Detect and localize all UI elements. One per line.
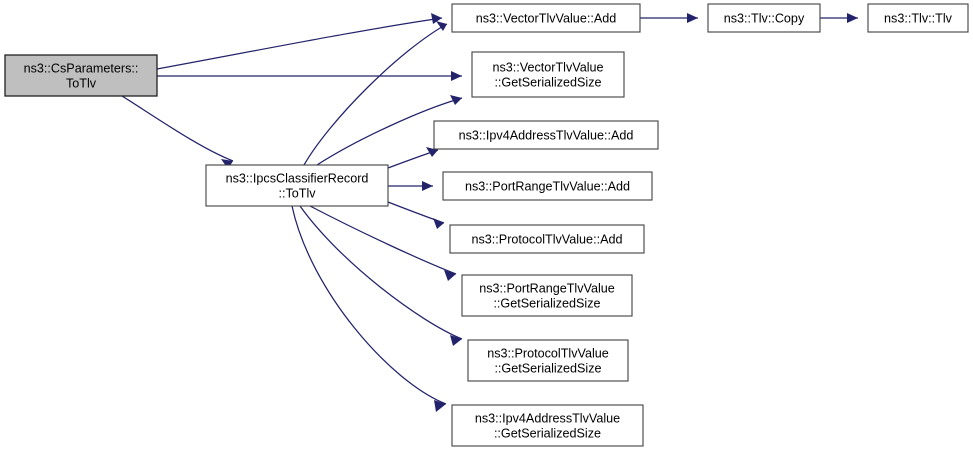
node-label-vector_add-line1: ns3::VectorTlvValue::Add xyxy=(476,11,616,25)
node-label-portrange_gss-line2: ::GetSerializedSize xyxy=(493,296,600,310)
node-vector_add[interactable]: ns3::VectorTlvValue::Add xyxy=(451,3,641,33)
node-label-protocol_gss-line1: ns3::ProtocolTlvValue xyxy=(487,346,609,360)
node-label-cs_params_totlv-line1: ns3::CsParameters:: xyxy=(24,61,139,75)
node-tlv_copy[interactable]: ns3::Tlv::Copy xyxy=(707,3,821,33)
arrowhead-tlv_copy->tlv_tlv xyxy=(847,13,858,23)
node-box-vector_gss[interactable] xyxy=(471,51,625,98)
edge-cs_params_totlv-to-vector_add xyxy=(156,17,443,70)
node-protocol_gss[interactable]: ns3::ProtocolTlvValue::GetSerializedSize xyxy=(467,339,629,382)
node-label-vector_gss-line1: ns3::VectorTlvValue xyxy=(492,60,603,74)
edge-layer xyxy=(121,13,858,412)
node-layer: ns3::CsParameters::ToTlvns3::IpcsClassif… xyxy=(4,3,969,447)
node-label-protocol_add-line1: ns3::ProtocolTlvValue::Add xyxy=(472,232,623,246)
arrowhead-ipcs_totlv->protocol_add xyxy=(433,218,444,229)
node-box-ipv4_gss[interactable] xyxy=(451,404,644,447)
node-box-tlv_copy[interactable] xyxy=(707,3,821,33)
node-box-ipv4_add[interactable] xyxy=(433,120,659,150)
node-box-vector_add[interactable] xyxy=(451,3,641,33)
node-label-ipv4_gss-line2: ::GetSerializedSize xyxy=(494,426,601,440)
arrowhead-ipcs_totlv->vector_add xyxy=(436,21,447,31)
edge-ipcs_totlv-to-portrange_gss xyxy=(309,205,457,275)
node-label-ipcs_totlv-line2: ::ToTlv xyxy=(278,186,316,200)
node-label-tlv_tlv-line1: ns3::Tlv::Tlv xyxy=(884,11,953,25)
node-label-protocol_gss-line2: ::GetSerializedSize xyxy=(494,361,601,375)
node-box-protocol_add[interactable] xyxy=(449,224,645,254)
node-box-portrange_add[interactable] xyxy=(442,171,653,201)
node-box-tlv_tlv[interactable] xyxy=(867,3,969,33)
node-label-ipcs_totlv-line1: ns3::IpcsClassifierRecord xyxy=(226,171,369,185)
arrowhead-ipcs_totlv->vector_gss xyxy=(450,95,462,105)
node-label-cs_params_totlv-line2: ToTlv xyxy=(66,76,97,90)
node-label-ipv4_gss-line1: ns3::Ipv4AddressTlvValue xyxy=(475,411,620,425)
node-cs_params_totlv[interactable]: ns3::CsParameters::ToTlv xyxy=(4,54,158,97)
node-portrange_gss[interactable]: ns3::PortRangeTlvValue::GetSerializedSiz… xyxy=(461,274,633,317)
arrowhead-cs_params_totlv->vector_gss xyxy=(451,71,462,81)
node-label-tlv_copy-line1: ns3::Tlv::Copy xyxy=(724,11,805,25)
node-vector_gss[interactable]: ns3::VectorTlvValue::GetSerializedSize xyxy=(471,51,625,98)
node-label-ipv4_add-line1: ns3::Ipv4AddressTlvValue::Add xyxy=(459,128,634,142)
arrowhead-cs_params_totlv->ipcs_totlv xyxy=(221,159,233,169)
node-box-cs_params_totlv[interactable] xyxy=(4,54,158,97)
node-box-portrange_gss[interactable] xyxy=(461,274,633,317)
edge-cs_params_totlv-to-ipcs_totlv xyxy=(121,95,234,162)
arrowhead-vector_add->tlv_copy xyxy=(687,13,698,23)
arrowhead-cs_params_totlv->vector_add xyxy=(431,13,442,24)
node-label-portrange_gss-line1: ns3::PortRangeTlvValue xyxy=(479,281,615,295)
node-portrange_add[interactable]: ns3::PortRangeTlvValue::Add xyxy=(442,171,653,201)
arrowhead-ipcs_totlv->ipv4_gss xyxy=(434,400,446,412)
node-box-protocol_gss[interactable] xyxy=(467,339,629,382)
node-ipv4_add[interactable]: ns3::Ipv4AddressTlvValue::Add xyxy=(433,120,659,150)
arrowhead-ipcs_totlv->protocol_gss xyxy=(450,335,462,346)
node-ipcs_totlv[interactable]: ns3::IpcsClassifierRecord::ToTlv xyxy=(205,164,389,207)
edge-ipcs_totlv-to-vector_add xyxy=(303,23,448,166)
node-box-ipcs_totlv[interactable] xyxy=(205,164,389,207)
node-protocol_add[interactable]: ns3::ProtocolTlvValue::Add xyxy=(449,224,645,254)
edge-ipcs_totlv-to-vector_gss xyxy=(316,97,463,166)
edge-ipcs_totlv-to-protocol_gss xyxy=(299,205,463,340)
node-tlv_tlv[interactable]: ns3::Tlv::Tlv xyxy=(867,3,969,33)
node-ipv4_gss[interactable]: ns3::Ipv4AddressTlvValue::GetSerializedS… xyxy=(451,404,644,447)
arrowhead-ipcs_totlv->portrange_add xyxy=(422,181,433,191)
node-label-portrange_add-line1: ns3::PortRangeTlvValue::Add xyxy=(465,179,630,193)
edge-ipcs_totlv-to-ipv4_gss xyxy=(291,205,447,405)
arrowhead-ipcs_totlv->portrange_gss xyxy=(444,270,456,281)
node-label-vector_gss-line2: ::GetSerializedSize xyxy=(494,75,601,89)
